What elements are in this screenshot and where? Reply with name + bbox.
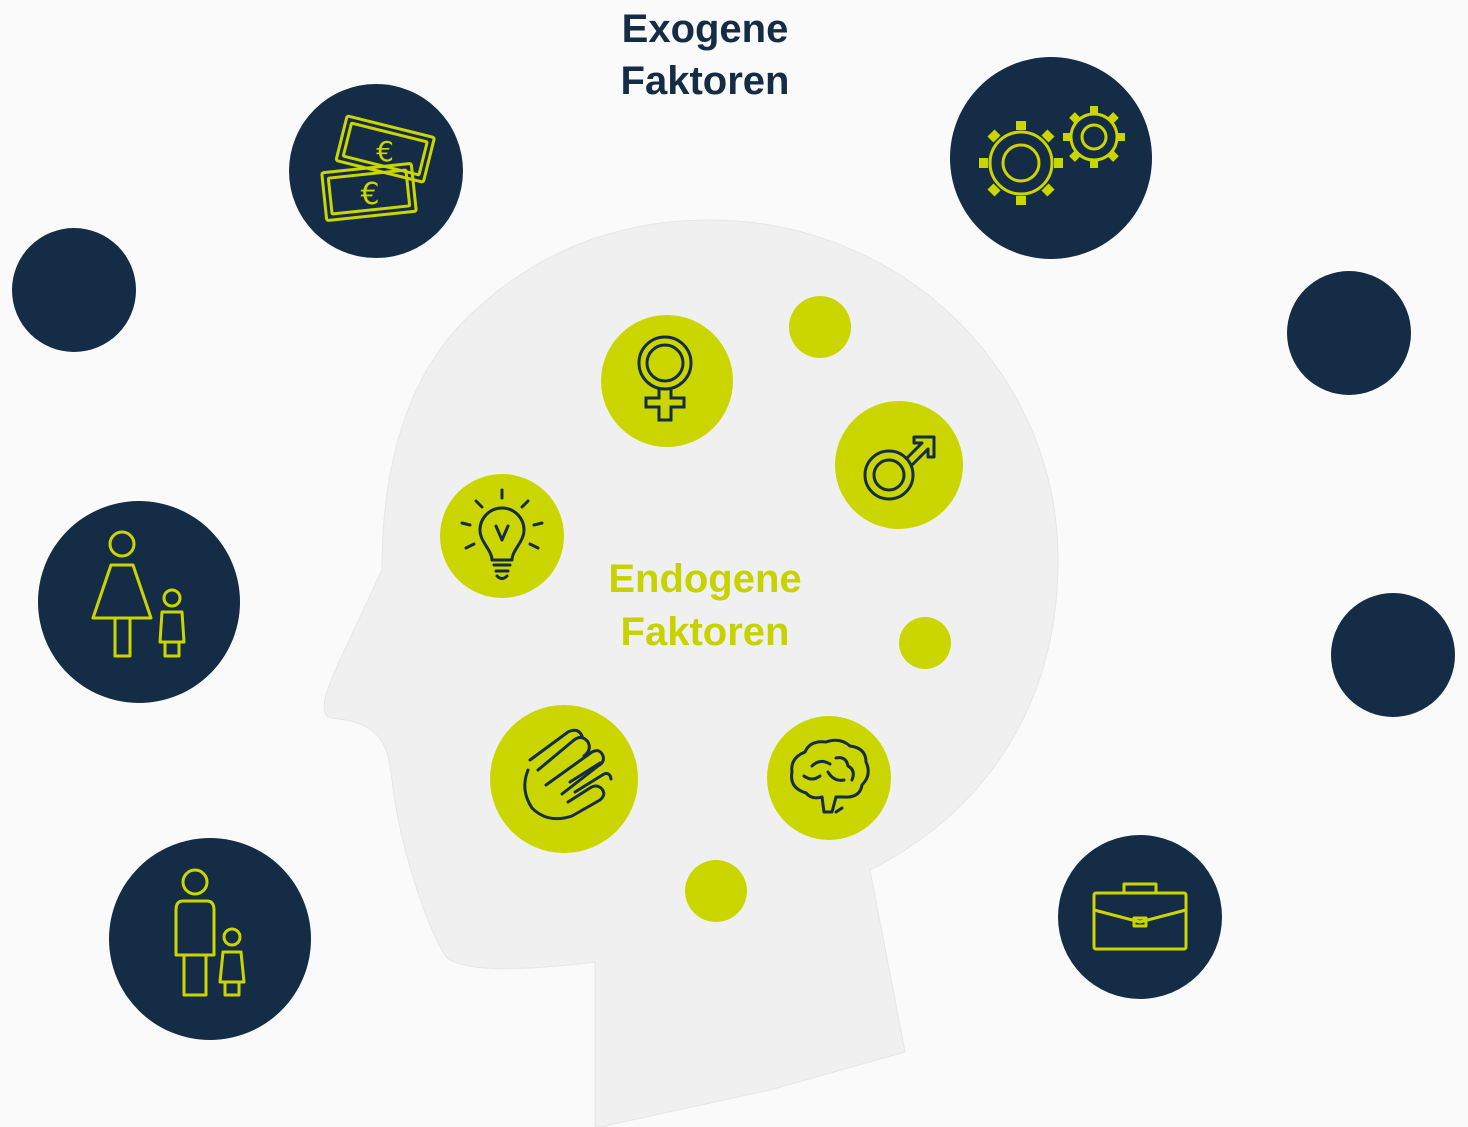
male-symbol-icon — [835, 401, 963, 529]
brain-icon — [767, 716, 891, 840]
empty-navy-circle-right-mid — [1331, 593, 1455, 717]
briefcase-icon — [1058, 835, 1222, 999]
lightbulb-icon — [440, 474, 564, 598]
mother-daughter-icon — [38, 501, 240, 703]
svg-text:€: € — [376, 135, 394, 168]
money-icon: € € — [289, 84, 463, 258]
empty-lime-circle-right — [899, 617, 951, 669]
empty-navy-circle-left — [12, 228, 136, 352]
svg-text:€: € — [360, 177, 379, 212]
empty-lime-circle-top — [789, 296, 851, 358]
parent-child-icon — [109, 838, 311, 1040]
endogen-title-line2: Faktoren — [621, 610, 790, 654]
gears-icon — [950, 57, 1152, 259]
exogen-title-line2: Faktoren — [621, 59, 790, 103]
female-symbol-icon — [601, 315, 733, 447]
exogen-title-line1: Exogene — [622, 7, 789, 51]
clapping-hands-icon — [490, 705, 638, 853]
empty-navy-circle-right-top — [1287, 271, 1411, 395]
endogen-title-line1: Endogene — [608, 557, 801, 601]
empty-lime-circle-bottom — [685, 860, 747, 922]
